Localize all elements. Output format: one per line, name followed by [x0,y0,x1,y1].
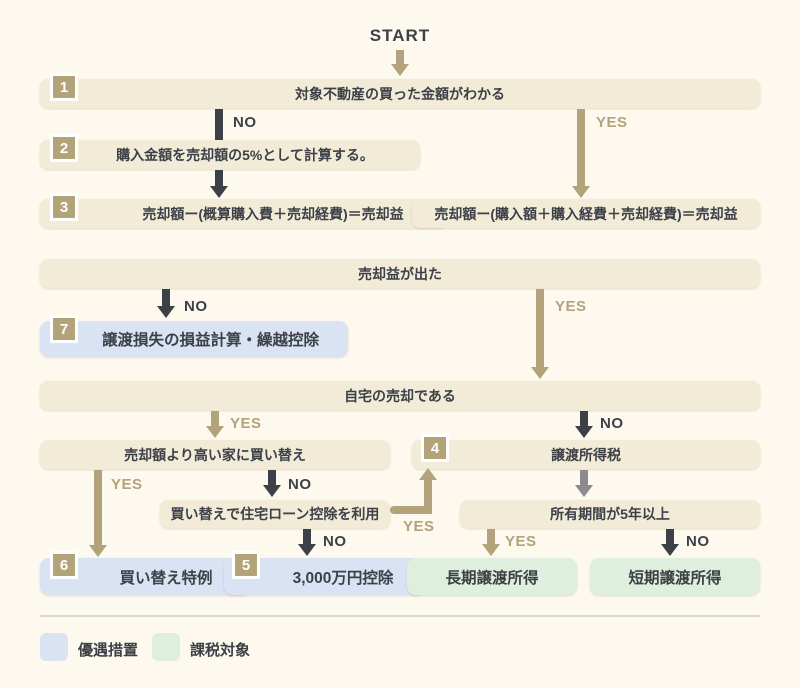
label-yes-1: YES [596,114,628,131]
legend-divider [40,615,760,617]
arrow-no-to-loan [263,470,281,497]
node-known-purchase-price: 対象不動産の買った金額がわかる [40,79,760,108]
label-no-3: NO [600,415,624,432]
legend-swatch-taxable [152,633,180,661]
arrow-yes-to-home [531,289,549,379]
label-yes-2: YES [555,298,587,315]
node-buy-higher: 売却額より高い家に買い替え [40,440,390,469]
arrow-no-to-tax [575,411,593,438]
label-yes-4: YES [111,476,143,493]
arrow-no-to-30m [298,529,316,556]
node-longterm-income: 長期譲渡所得 [407,558,577,595]
badge-7: 7 [50,315,78,343]
arrow-tax-to-period [575,470,593,497]
legend-label-preferential: 優遇措置 [78,642,139,659]
node-transfer-tax: 譲渡所得税 [412,440,760,469]
legend-label-taxable: 課税対象 [190,642,251,659]
arrow-yes-to-replace-special [89,470,107,557]
node-ownership-period: 所有期間が5年以上 [460,500,760,528]
arrow-start-down [391,50,409,76]
arrow-no-to-loss [157,289,175,318]
arrow-yes-to-formula [572,109,590,198]
node-home-sale: 自宅の売却である [40,381,760,410]
label-no-6: NO [686,533,710,550]
start-title: START [369,26,431,45]
badge-3: 3 [50,193,78,221]
arrow-no-to-shortterm [661,529,679,556]
label-no-4: NO [288,476,312,493]
arrow-to-formula-est [210,170,228,198]
label-no-1: NO [233,114,257,131]
node-formula-estimated: 売却額ー(概算購入費＋売却経費)＝売却益 [40,199,448,228]
badge-2: 2 [50,134,78,162]
arrow-no-to-calc [210,109,228,140]
label-yes-3: YES [230,415,262,432]
legend-swatch-preferential [40,633,68,661]
node-gain: 売却益が出た [40,259,760,288]
node-loan-deduction: 買い替えで住宅ローン控除を利用 [160,500,390,528]
arrow-elbow-up-to-tax [419,468,437,514]
label-yes-5: YES [505,533,537,550]
node-loss-carryover: 譲渡損失の損益計算・繰越控除 [40,321,348,357]
arrow-yes-to-longterm [482,529,500,556]
arrow-yes-to-buy-higher [206,411,224,438]
label-yes-elbow: YES [403,518,435,535]
node-calc-5pct: 購入金額を売却額の5%として計算する。 [40,140,420,169]
label-no-5: NO [323,533,347,550]
node-formula-actual: 売却額ー(購入額＋購入経費＋売却経費)＝売却益 [412,199,760,228]
badge-4: 4 [421,434,449,462]
badge-6: 6 [50,551,78,579]
arrow-elbow-horizontal [390,506,431,514]
badge-1: 1 [50,73,78,101]
node-shortterm-income: 短期譲渡所得 [590,558,760,595]
label-no-2: NO [184,298,208,315]
badge-5: 5 [232,551,260,579]
